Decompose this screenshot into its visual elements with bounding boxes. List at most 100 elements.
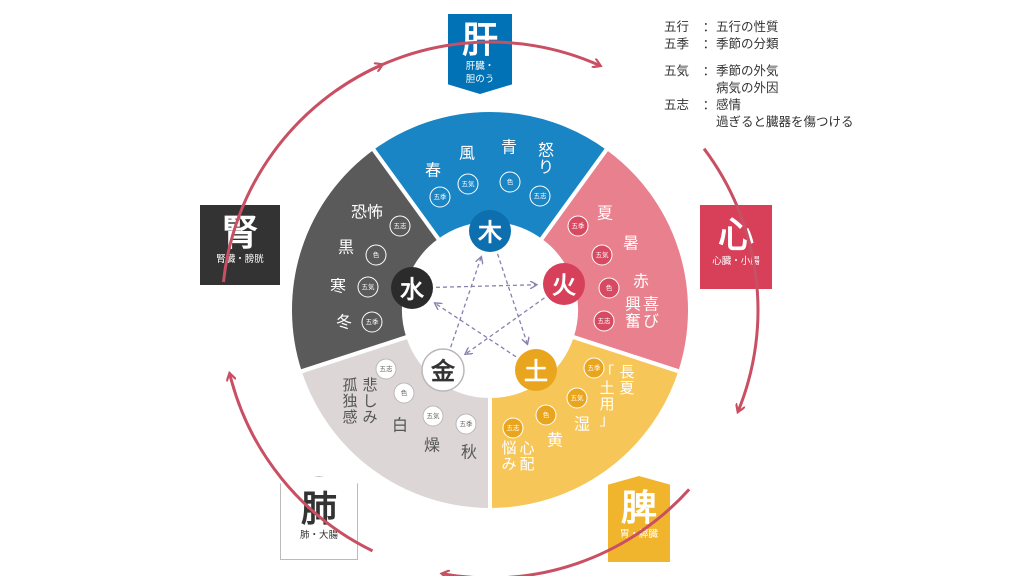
badge-qi — [566, 387, 588, 409]
badge-qi-label: 五気 — [462, 179, 476, 188]
organ-sub: 心臓・小腸 — [712, 256, 760, 267]
wood-season: 春 — [425, 161, 441, 180]
element-earth-circle — [515, 349, 557, 391]
legend-text: 五行の性質 — [716, 19, 779, 34]
earth-color: 黄 — [547, 431, 563, 450]
metal-emotion: 独 — [342, 392, 357, 410]
organ-sub: 肝臓・ 胆のう — [465, 61, 495, 85]
element-water-kanji: 水 — [400, 275, 425, 304]
badge-color — [365, 244, 387, 266]
earth-season: 」 — [599, 411, 614, 429]
earth-emotion: 悩 — [501, 439, 516, 457]
earth-qi: 湿 — [574, 415, 590, 434]
metal-emotion: 悲 — [362, 376, 377, 394]
badge-season — [361, 311, 383, 333]
badge-season — [455, 413, 477, 435]
earth-season: 土 — [599, 379, 614, 397]
badge-emotion-label: 五志 — [534, 191, 548, 200]
legend-row-goshi: 五志： 感情過ぎると臓器を傷つける — [664, 97, 854, 129]
badge-color-label: 色 — [373, 250, 380, 259]
control-arrow — [435, 285, 536, 288]
badge-season-label: 五季 — [434, 192, 448, 201]
badge-emotion-label: 五志 — [380, 364, 394, 373]
metal-emotion: 感 — [342, 408, 357, 426]
badge-season-label: 五季 — [460, 419, 474, 428]
badge-color-label: 色 — [507, 177, 514, 186]
element-water-circle — [391, 267, 433, 309]
metal-emotion: し — [362, 392, 377, 410]
control-arrow — [450, 258, 481, 348]
legend-key: 五季 — [664, 36, 690, 51]
badge-qi — [457, 173, 479, 195]
organ-kanji: 腎 — [221, 212, 258, 254]
metal-emotion: み — [362, 408, 377, 426]
badge-qi-label: 五気 — [362, 282, 376, 291]
organ-sub: 腎臓・膀胱 — [216, 254, 264, 265]
badge-emotion-label: 五志 — [394, 221, 408, 230]
earth-season: 長 — [619, 363, 634, 381]
badge-emotion-label: 五志 — [598, 316, 612, 325]
badge-color — [499, 171, 521, 193]
cycle-arrow — [221, 65, 381, 283]
cycle-arrow — [443, 488, 691, 576]
water-emotion: 恐怖 — [351, 203, 383, 222]
badge-color-label: 色 — [543, 410, 550, 419]
legend-row-goki-qi: 五気： 季節の外気病気の外因 — [664, 63, 779, 95]
element-metal-kanji: 金 — [430, 357, 456, 386]
badge-emotion — [375, 358, 397, 380]
metal-emotion: 孤 — [342, 376, 357, 394]
fire-emotion: 喜 — [643, 295, 659, 314]
cycle-arrow — [702, 147, 760, 411]
element-earth-kanji: 土 — [524, 357, 548, 386]
cycle-arrow — [230, 375, 374, 553]
element-metal-circle — [421, 348, 465, 392]
legend-key: 五志 — [664, 97, 690, 112]
badge-color-label: 色 — [401, 388, 408, 397]
element-wood-kanji: 木 — [477, 218, 503, 247]
fire-color: 赤 — [633, 272, 649, 291]
metal-qi: 燥 — [424, 436, 440, 455]
badge-qi-label: 五気 — [571, 393, 585, 402]
wood-qi: 風 — [459, 144, 475, 163]
wood-emotion: 怒 — [538, 141, 554, 160]
badge-qi — [422, 405, 444, 427]
earth-emotion: み — [501, 455, 516, 473]
badge-season — [583, 357, 605, 379]
badge-color — [535, 404, 557, 426]
legend-text: 季節の外気 — [716, 63, 779, 78]
water-color: 黒 — [338, 238, 354, 257]
control-arrow — [435, 303, 517, 358]
badge-season-label: 五季 — [366, 317, 380, 326]
control-arrow — [466, 297, 545, 354]
control-arrow — [496, 253, 528, 344]
organ-kidney: 腎 腎臓・膀胱 — [200, 205, 280, 285]
legend-text: 過ぎると臓器を傷つける — [716, 114, 854, 129]
badge-qi — [357, 276, 379, 298]
organ-kanji: 脾 — [620, 487, 657, 529]
badge-emotion — [529, 185, 551, 207]
legend-key: 五気 — [664, 63, 690, 78]
legend: 五行： 五行の性質 五季： 季節の分類 五気： 季節の外気病気の外因 五志： 感… — [664, 18, 854, 130]
wood-color: 青 — [501, 138, 517, 157]
legend-text: 感情 — [716, 97, 742, 112]
badge-emotion — [502, 417, 524, 439]
badge-qi — [591, 244, 613, 266]
badge-color — [393, 382, 415, 404]
metal-season: 秋 — [461, 443, 477, 462]
element-fire-circle — [543, 263, 585, 305]
fire-emotion: 興 — [625, 295, 641, 314]
legend-text: 病気の外因 — [716, 80, 779, 95]
legend-row-goki: 五季： 季節の分類 — [664, 36, 779, 51]
organ-heart: 心 心臓・小腸 — [700, 205, 772, 289]
fire-emotion: 奮 — [625, 312, 641, 331]
badge-season-label: 五季 — [572, 221, 586, 230]
element-wood-circle — [469, 210, 511, 252]
element-fire-kanji: 火 — [552, 271, 576, 300]
badge-qi-label: 五気 — [427, 411, 441, 420]
organ-kanji: 肺 — [300, 488, 337, 530]
legend-text: 季節の分類 — [716, 36, 779, 51]
water-season: 冬 — [336, 313, 352, 332]
badge-color-label: 色 — [606, 283, 613, 292]
badge-emotion — [389, 215, 411, 237]
